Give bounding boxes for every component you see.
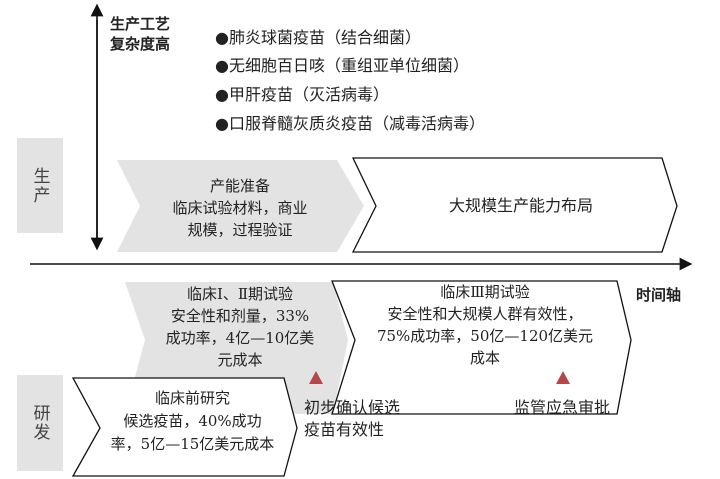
milestone-triangle-icon — [309, 371, 323, 384]
side-label-text: 生产 — [29, 166, 50, 205]
capacity-prep-title: 产能准备 — [209, 177, 270, 195]
large-scale-title: 大规模生产能力布局 — [448, 196, 593, 215]
production-side-label: 生产 — [17, 138, 63, 233]
preclinical-title: 临床前研究 — [154, 389, 230, 407]
capacity-prep-line: 规模，过程验证 — [187, 221, 293, 239]
phase3-line: 安全性和大规模人群有效性， — [387, 305, 583, 323]
bullet-item: ●口服脊髓灰质炎疫苗（减毒活病毒） — [215, 114, 485, 133]
phase3-line: 成本 — [469, 349, 500, 367]
preclinical-line: 率，5亿—15亿美元成本 — [110, 435, 275, 453]
bullet-item: ●甲肝疫苗（灭活病毒） — [215, 85, 389, 104]
preclinical-chevron — [71, 377, 298, 477]
phase3-title: 临床Ⅲ期试验 — [440, 283, 530, 301]
phase12-line: 元成本 — [217, 351, 263, 369]
milestone-triangle-icon — [556, 371, 570, 384]
milestone-label: 疫苗有效性 — [304, 420, 385, 439]
rd-side-label: 研发 — [17, 375, 63, 471]
timeline-label: 时间轴 — [636, 286, 682, 304]
milestone-label: 监管应急审批 — [514, 398, 611, 417]
side-label-text: 研发 — [29, 404, 50, 442]
large-scale-chevron — [351, 157, 678, 253]
phase3-chevron — [331, 280, 632, 415]
preclinical-line: 候选疫苗，40%成功 — [123, 412, 262, 430]
bullet-item: ●肺炎球菌疫苗（结合细菌） — [215, 28, 421, 47]
axis-label-line2: 复杂度高 — [110, 35, 171, 53]
phase3-line: 75%成功率，50亿—120亿美元 — [376, 327, 594, 345]
phase12-title: 临床Ⅰ、Ⅱ期试验 — [186, 285, 294, 303]
milestone-label: 初步确认候选 — [304, 398, 401, 417]
bullet-item: ●无细胞百日咳（重组亚单位细菌） — [215, 56, 469, 75]
capacity-prep-chevron — [117, 160, 364, 252]
capacity-prep-line: 临床试验材料，商业 — [172, 199, 308, 217]
phase12-line: 成功率，4亿—10亿美 — [165, 329, 315, 347]
phase12-line: 安全性和剂量，33% — [170, 307, 310, 325]
axis-label-line1: 生产工艺 — [110, 15, 171, 33]
